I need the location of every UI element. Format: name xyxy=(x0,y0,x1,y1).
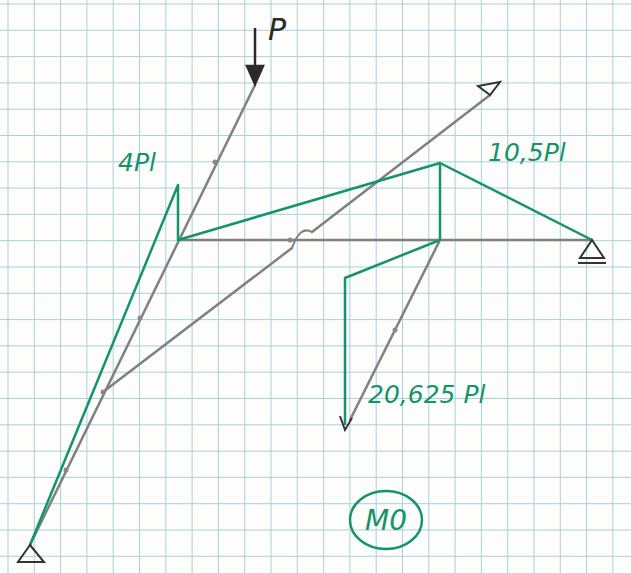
moment-value: 20,625 Pl xyxy=(368,380,485,409)
moment-value: 10,5Pl xyxy=(488,138,566,167)
supports xyxy=(18,82,606,562)
diagram-tag: M0 xyxy=(365,504,407,537)
frame-structure xyxy=(30,85,592,545)
moment-diagram xyxy=(30,163,592,545)
load-arrow xyxy=(247,28,263,84)
member-dots xyxy=(64,160,398,473)
diagram-tag-circle: M0 xyxy=(348,489,424,551)
load-label: P xyxy=(268,12,286,47)
moment-value: 4Pl xyxy=(118,148,156,177)
